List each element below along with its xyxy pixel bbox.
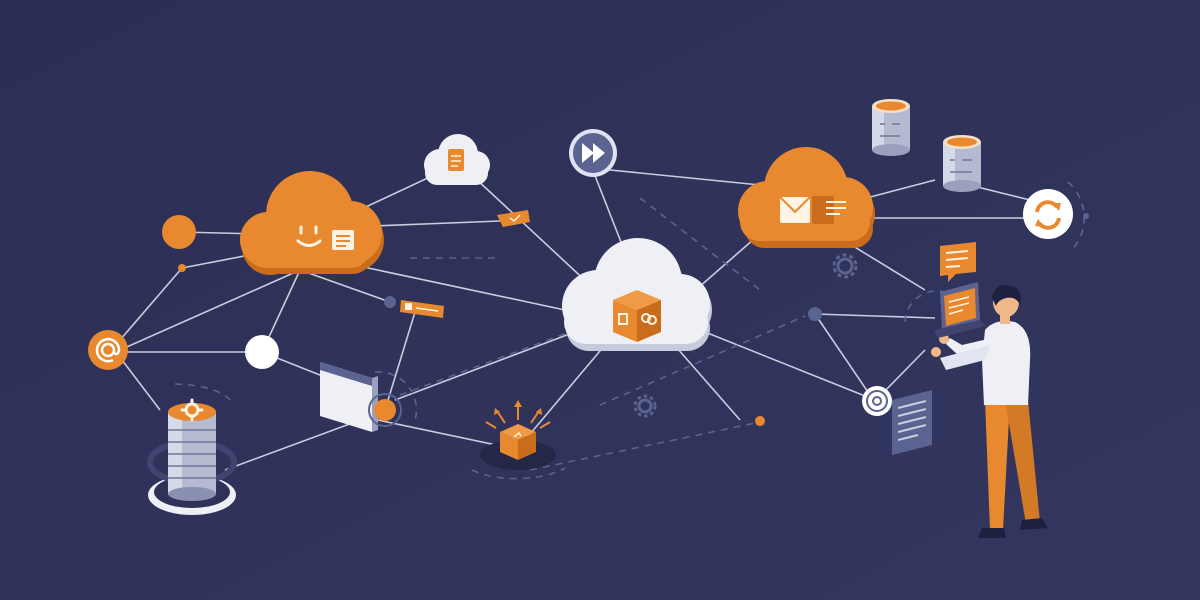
node-dot-orange xyxy=(178,264,186,272)
gear-icon xyxy=(832,253,858,279)
database-icon xyxy=(872,99,910,156)
tag-label-icon xyxy=(384,296,444,318)
at-sign-icon xyxy=(88,330,128,370)
cloud-box-icon xyxy=(562,238,712,351)
chat-bubble-icon xyxy=(940,242,976,282)
database-icon xyxy=(943,135,981,192)
document-panel-icon xyxy=(892,390,932,455)
node-dot-orange xyxy=(755,416,765,426)
cloud-smile-icon xyxy=(240,171,384,275)
fast-forward-icon xyxy=(569,129,617,177)
person-with-laptop xyxy=(931,282,1048,538)
sync-icon xyxy=(1023,189,1073,239)
node-dot-slate xyxy=(1083,213,1089,219)
chat-bubble-icon xyxy=(497,210,530,227)
browser-window-icon xyxy=(320,362,402,432)
gear-icon xyxy=(633,394,657,418)
server-gear-icon xyxy=(147,398,237,515)
cloud-mail-icon xyxy=(738,147,875,248)
box-arrows-icon xyxy=(480,400,556,470)
connection-lines xyxy=(119,167,1031,471)
node-circle-white xyxy=(245,335,279,369)
cloud-document-icon xyxy=(424,134,490,185)
node-dot-slate xyxy=(808,307,822,321)
node-circle-orange xyxy=(162,215,196,249)
at-sign-icon xyxy=(862,386,892,416)
